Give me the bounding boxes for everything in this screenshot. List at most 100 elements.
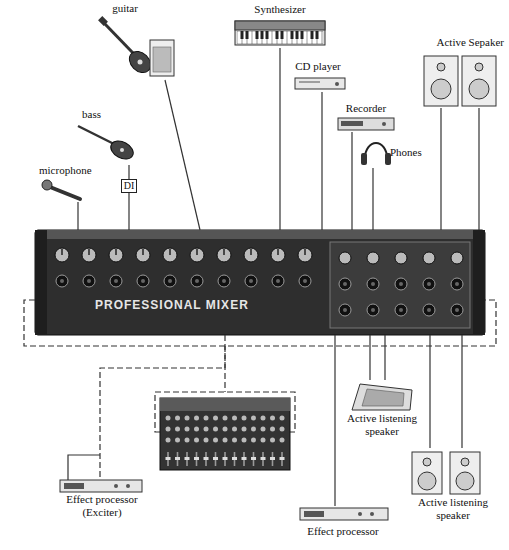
small-knob: [194, 416, 199, 421]
small-mixer: [155, 392, 295, 470]
device-label: Active Sepaker: [418, 36, 504, 49]
guitar-head: [98, 16, 108, 26]
small-knob: [232, 427, 237, 432]
knob-pointer: [277, 249, 279, 255]
di-box: DI: [121, 179, 138, 193]
jack-hole: [60, 279, 64, 283]
speaker-cabinet: [424, 56, 458, 106]
mixer-controls: [55, 248, 463, 316]
channel-knob: [298, 248, 312, 262]
jack-hole: [455, 308, 459, 312]
jack-hole: [303, 279, 307, 283]
small-knob: [175, 416, 180, 421]
black-keys: [241, 31, 319, 39]
woofer: [431, 79, 451, 99]
small-knob: [223, 427, 228, 432]
speaker-cabinet: [412, 452, 442, 494]
jack-hole: [276, 279, 280, 283]
headphones-figure: [361, 143, 391, 165]
fader-cap: [223, 457, 228, 460]
small-knob: [204, 438, 209, 443]
black-key: [296, 31, 299, 39]
recorder-slot: [341, 121, 363, 126]
headband: [365, 143, 387, 158]
fader-cap: [251, 457, 256, 460]
jack-hole: [249, 279, 253, 283]
knob-pointer: [196, 249, 198, 255]
device-label: PROFESSIONAL MIXER: [95, 298, 295, 312]
fader-cap: [194, 457, 199, 460]
small-knob: [213, 416, 218, 421]
output-jack: [423, 278, 435, 290]
rack-display: [304, 511, 324, 517]
mixer-end-cap: [35, 230, 47, 335]
device-label: Effect processor (Exciter): [50, 493, 154, 519]
woofer: [469, 79, 489, 99]
exciter-device: Effect processor (Exciter): [50, 478, 156, 530]
mic-handle: [50, 187, 80, 199]
small-knob: [223, 416, 228, 421]
fader-cap: [232, 457, 237, 460]
output-jack: [339, 278, 351, 290]
knob-pointer: [142, 249, 144, 255]
black-key: [301, 31, 304, 39]
device-label: Active listening speaker: [405, 496, 501, 522]
input-jack: [218, 275, 230, 287]
guitar-neck: [104, 23, 133, 53]
input-jack: [299, 275, 311, 287]
knob-pointer: [250, 249, 252, 255]
woofer: [456, 472, 474, 490]
recorder-knob: [382, 122, 386, 126]
device-label: microphone: [39, 164, 109, 177]
fader-cap: [261, 457, 266, 460]
knob-pointer: [223, 249, 225, 255]
loop-line: [68, 455, 100, 480]
effect-processor-device: Effect processor: [290, 506, 398, 546]
small-knob: [261, 416, 266, 421]
cable-line: [77, 202, 78, 230]
fader-cap: [213, 457, 218, 460]
cable-line: [384, 335, 385, 380]
output-jack: [451, 304, 463, 316]
device-label: Effect processor: [290, 525, 396, 538]
cable-line: [100, 335, 225, 478]
cable-line: [429, 335, 430, 448]
mixer-case: [35, 230, 485, 335]
ear-cup: [361, 153, 367, 165]
knob-pointer: [88, 249, 90, 255]
black-key: [276, 31, 279, 39]
small-knob: [261, 427, 266, 432]
device-label: Active listening speaker: [342, 412, 422, 438]
small-knob: [270, 427, 275, 432]
guitar-amp: [150, 40, 174, 76]
wedge-grille: [362, 389, 404, 406]
rack-unit: [300, 508, 388, 520]
listening-speaker-device: Active listening speaker: [405, 448, 503, 530]
jack-hole: [427, 308, 431, 312]
channel-knob: [244, 248, 258, 262]
jack-hole: [222, 279, 226, 283]
cable-line: [279, 48, 280, 230]
device-label: Recorder: [335, 102, 397, 115]
channel-knob: [109, 248, 123, 262]
channel-knob: [55, 248, 69, 262]
input-jack: [137, 275, 149, 287]
dashed-bracket: [24, 300, 496, 346]
small-knob: [261, 438, 266, 443]
synthesizer-figure: [235, 21, 325, 45]
small-mixer-top: [160, 398, 290, 411]
cd-tray: [299, 82, 320, 83]
small-knob: [270, 416, 275, 421]
bass-neck: [78, 126, 114, 144]
woofer: [418, 472, 436, 490]
master-knob: [423, 252, 435, 264]
small-knob: [185, 438, 190, 443]
small-knob: [242, 438, 247, 443]
cable-line: [334, 335, 335, 506]
small-knob: [280, 416, 285, 421]
fader-cap: [175, 457, 180, 460]
small-knob: [251, 438, 256, 443]
small-knob: [242, 416, 247, 421]
